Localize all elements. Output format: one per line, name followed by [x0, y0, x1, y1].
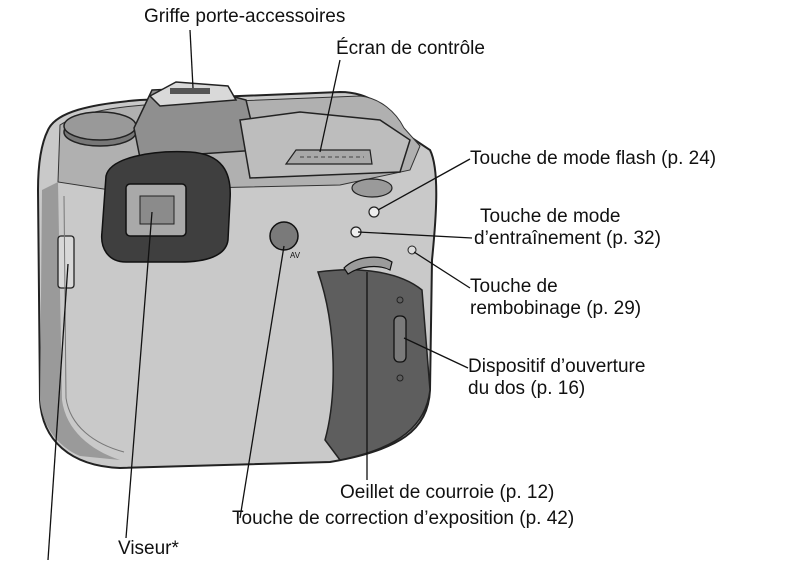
- leader-viewfinder: [125, 211, 153, 539]
- flash-mode-button-shape: [368, 206, 380, 218]
- label-rewind-line-1: Touche de: [470, 276, 558, 297]
- label-flash-mode: Touche de mode flash (p. 24): [470, 148, 717, 169]
- right-grip: [316, 269, 431, 461]
- leader-side-slot: [47, 263, 69, 561]
- label-drive-mode-line-1: Touche de mode: [480, 206, 621, 227]
- label-drive-mode: Touche de mode d’entraînement (p. 32): [474, 206, 661, 250]
- leader-rewind: [413, 251, 471, 289]
- back-cover-release-shape: [393, 315, 407, 363]
- leader-control-panel: [319, 59, 341, 153]
- leader-back-cover: [403, 337, 469, 369]
- label-accessory-shoe: Griffe porte-accessoires: [144, 6, 346, 27]
- strap-eyelet-shape: [343, 256, 393, 275]
- av-mark: AV: [290, 251, 301, 260]
- leader-accessory-shoe: [189, 29, 194, 89]
- label-back-cover-line-2: du dos (p. 16): [468, 378, 586, 399]
- label-drive-mode-line-2: d’entraînement (p. 32): [474, 228, 661, 249]
- label-viewfinder: Viseur*: [118, 538, 179, 559]
- leader-exposure-comp: [239, 245, 285, 519]
- label-exposure-comp: Touche de correction d’exposition (p. 42…: [232, 508, 575, 529]
- leader-drive-mode: [357, 231, 473, 239]
- label-control-panel: Écran de contrôle: [336, 38, 485, 59]
- av-button: [269, 221, 299, 251]
- label-rewind-line-2: rembobinage (p. 29): [470, 298, 642, 319]
- label-back-cover-line-1: Dispositif d’ouverture: [468, 356, 646, 377]
- label-back-cover-release: Dispositif d’ouverture du dos (p. 16): [468, 356, 645, 400]
- side-slot: [57, 235, 75, 289]
- leader-flash-mode: [377, 158, 471, 211]
- label-strap-eyelet: Oeillet de courroie (p. 12): [340, 482, 555, 503]
- label-rewind: Touche de rembobinage (p. 29): [470, 276, 641, 320]
